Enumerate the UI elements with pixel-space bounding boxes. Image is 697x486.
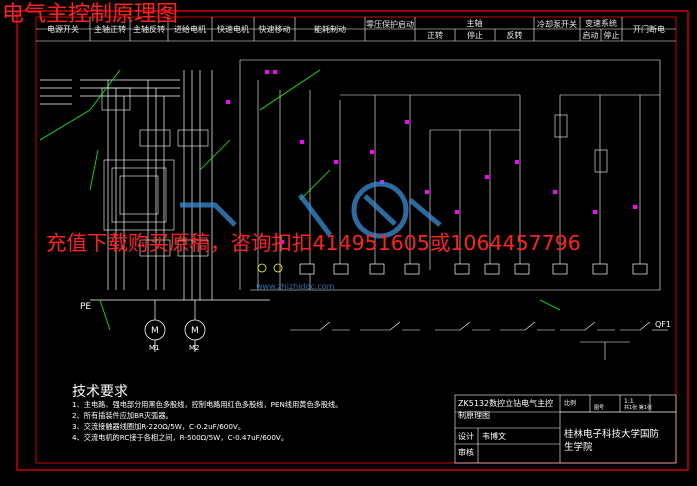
- scale-label: 比例: [564, 400, 577, 407]
- svg-text:M: M: [191, 326, 199, 336]
- lower-contacts: [290, 321, 668, 360]
- header-cell-braking: 能耗制动: [314, 25, 346, 34]
- header-cell-door-cutoff: 开门断电: [633, 25, 665, 34]
- header-cell-spindle: 主轴: [466, 19, 483, 28]
- watermark-title: 电气主控制原理图: [2, 2, 179, 27]
- motor-m1-label: M1: [149, 344, 160, 352]
- pe-label: PE: [80, 302, 92, 312]
- contactor-blocks: [101, 87, 209, 257]
- school-name: 桂林电子科技大学国防生学院: [564, 429, 660, 453]
- header-cell-spindle-forward: 主轴正转: [94, 25, 126, 34]
- header-cell-rapid-move: 快速移动: [258, 25, 291, 34]
- header-grid: [36, 17, 676, 42]
- header-cell-power-switch: 电源开关: [47, 25, 79, 34]
- motors: [144, 319, 206, 352]
- tech-requirement-1: 1、主电路、强电部分用黑色多股线，控制电路用红色多股线，PEN线用黄色多股线。: [72, 400, 343, 409]
- outer-frame: [16, 10, 689, 471]
- header-cell-coolant: 冷却泵开关: [537, 20, 577, 29]
- sheet-value: 共1张 第1张: [624, 405, 652, 411]
- motor-labels: M M: [151, 326, 199, 336]
- header-cell-zero-voltage: 零压保护启动: [366, 20, 414, 29]
- relay-coils: [299, 263, 648, 275]
- site-watermark: www.zhizhidoc.com: [256, 282, 335, 291]
- title-block-grid: [454, 394, 677, 464]
- review-label: 审核: [458, 448, 474, 457]
- tech-requirement-2: 2、所有插装件应加BR灭弧器。: [72, 411, 173, 420]
- header-sub-stop-2: 停止: [603, 31, 620, 40]
- design-label: 设计: [458, 432, 474, 441]
- tech-requirement-4: 4、交流电机的RC接于各相之间，R-500Ω/5W，C-0.47uF/600V。: [72, 433, 289, 442]
- pe-wiring: [39, 69, 561, 331]
- tech-requirement-3: 3、交流接触器线圈加R-220Ω/5W，C-0.2uF/600V。: [72, 422, 246, 431]
- site-logo: [180, 181, 442, 239]
- scale-value: 1:1: [624, 398, 634, 405]
- watermark-ad: 充值下载购买原稿，咨询扣扣414951605或1064457796: [46, 231, 581, 255]
- header-cell-spindle-reverse: 主轴反转: [133, 25, 165, 34]
- header-cell-feed-motor: 进给电机: [174, 25, 206, 34]
- qf1-label: QF1: [655, 320, 671, 329]
- designer-name: 韦博文: [482, 432, 506, 441]
- indicator-lamps: [257, 263, 283, 273]
- contact-marks: [226, 70, 637, 244]
- header-cell-gearbox: 变速系统: [585, 19, 617, 28]
- power-bus: [40, 70, 270, 320]
- sheet-label: 图号: [594, 405, 605, 411]
- header-sub-forward: 正转: [427, 31, 443, 40]
- tech-requirements-title: 技术要求: [72, 384, 128, 400]
- header-sub-reverse: 反转: [506, 31, 523, 40]
- inner-frame: [35, 16, 677, 464]
- header-cell-rapid-motor: 快速电机: [217, 25, 249, 34]
- svg-text:M: M: [151, 326, 159, 336]
- drawing-title: ZK5132数控立钻电气主控制原理图: [458, 399, 554, 420]
- header-sub-start: 启动: [582, 31, 599, 40]
- motor-m2-label: M2: [189, 344, 200, 352]
- header-sub-stop: 停止: [467, 31, 483, 40]
